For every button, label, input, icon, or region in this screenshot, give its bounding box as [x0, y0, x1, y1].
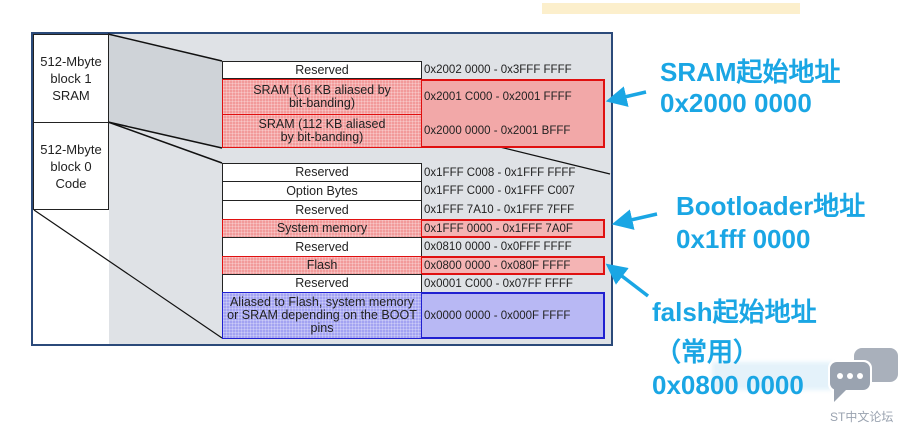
sram-start-address: 0x2000 0000 — [660, 88, 812, 118]
addr-reserved: 0x0001 C000 - 0x07FF FFFF — [424, 277, 573, 290]
row-reserved: Reserved — [222, 61, 422, 79]
addr-reserved: 0x1FFF 7A10 - 0x1FFF 7FFF — [424, 204, 575, 216]
addr-flash: 0x0800 0000 - 0x080F FFFF — [424, 259, 571, 272]
connector-line — [33, 209, 223, 339]
addr-aliased: 0x0000 0000 - 0x000F FFFF — [424, 309, 571, 322]
sram-zoom-wedge — [108, 34, 222, 148]
row-sram-112kb: SRAM (112 KB aliased by bit-banding) — [222, 114, 422, 148]
arrow-icon — [605, 263, 650, 298]
watermark-text: ST中文论坛 — [830, 410, 894, 424]
addr-reserved: 0x1FFF C008 - 0x1FFF FFFF — [424, 166, 576, 179]
row-flash: Flash — [222, 256, 422, 275]
row-option-bytes: Option Bytes — [222, 181, 422, 201]
block1-sram: 512-Mbyte block 1 SRAM — [33, 34, 109, 123]
flash-common-label: （常用） — [655, 337, 760, 367]
row-reserved: Reserved — [222, 274, 422, 293]
chat-bubble-icon — [828, 348, 898, 402]
connector-line — [107, 33, 223, 62]
addr-reserved: 0x0810 0000 - 0x0FFF FFFF — [424, 241, 572, 253]
connector-line — [107, 121, 223, 164]
block0-code: 512-Mbyte block 0 Code — [33, 122, 109, 210]
addr-option-bytes: 0x1FFF C000 - 0x1FFF C007 — [424, 185, 575, 197]
blur-overlay — [712, 362, 832, 390]
left-column-fill — [33, 210, 109, 344]
arrow-icon — [611, 209, 658, 230]
addr-system-memory: 0x1FFF 0000 - 0x1FFF 7A0F — [424, 222, 573, 235]
arrow-icon — [605, 86, 647, 107]
top-highlight-bar — [542, 3, 800, 14]
row-aliased: Aliased to Flash, system memory or SRAM … — [222, 292, 422, 339]
addr-reserved: 0x2002 0000 - 0x3FFF FFFF — [424, 64, 572, 76]
bootloader-address: 0x1fff 0000 — [676, 224, 811, 254]
row-reserved: Reserved — [222, 237, 422, 257]
row-reserved: Reserved — [222, 163, 422, 182]
bootloader-title: Bootloader地址 — [676, 191, 866, 221]
flash-start-title: falsh起始地址 — [652, 297, 817, 327]
flash-start-address: 0x0800 0000 — [652, 370, 804, 400]
addr-sram-16kb: 0x2001 C000 - 0x2001 FFFF — [424, 91, 572, 103]
row-reserved: Reserved — [222, 200, 422, 220]
row-sram-16kb: SRAM (16 KB aliased by bit-banding) — [222, 79, 422, 115]
addr-sram-112kb: 0x2000 0000 - 0x2001 BFFF — [424, 125, 571, 137]
connector-line — [107, 121, 223, 149]
row-system-memory: System memory — [222, 219, 422, 238]
sram-start-title: SRAM起始地址 — [660, 57, 841, 87]
